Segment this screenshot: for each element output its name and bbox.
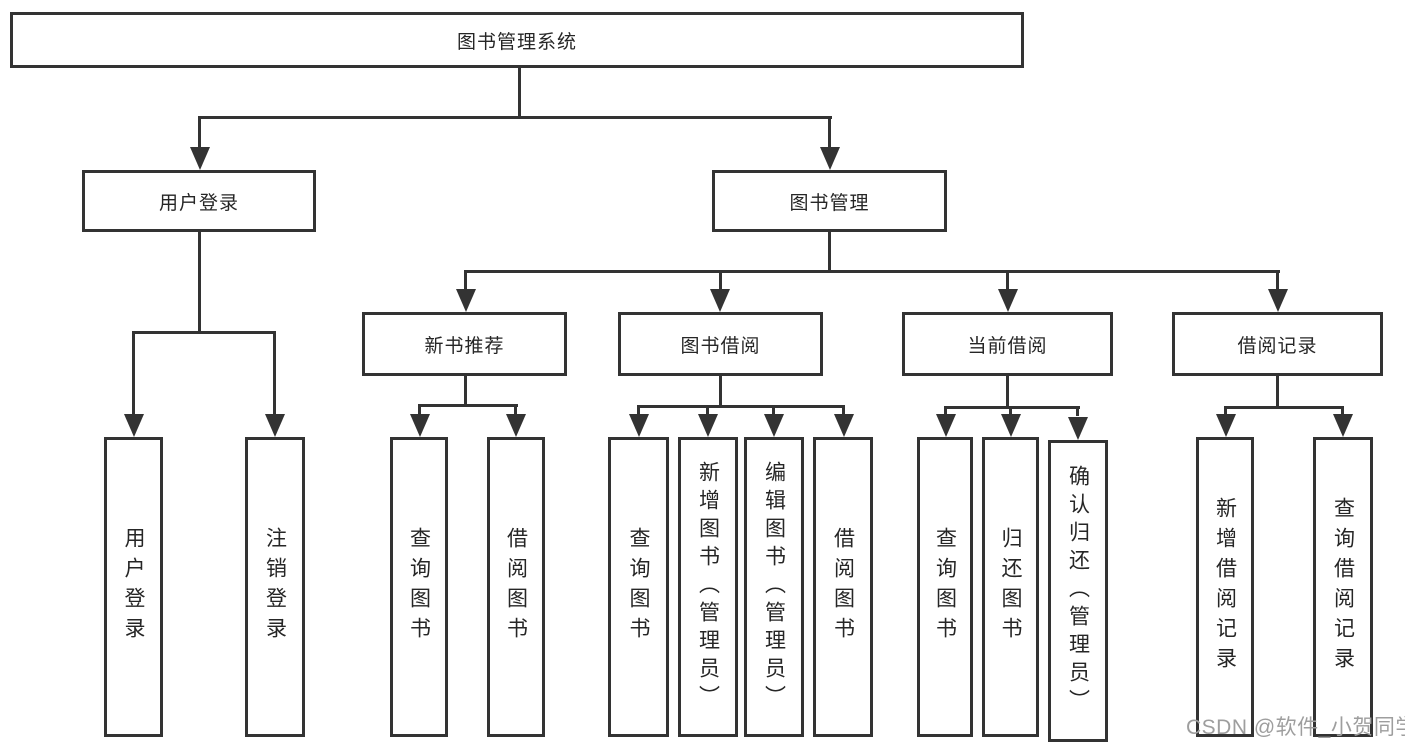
connector-line <box>418 404 518 407</box>
leaf-label: 查询借阅记录 <box>1331 497 1355 677</box>
arrowhead-down-icon <box>124 414 144 437</box>
leaf-label: 归还图书 <box>999 527 1022 647</box>
connector-line <box>132 331 135 416</box>
connector-line <box>1276 376 1279 408</box>
connector-line <box>772 405 775 416</box>
arrowhead-down-icon <box>698 414 718 437</box>
arrowhead-down-icon <box>190 147 210 170</box>
connector-line <box>1341 406 1344 416</box>
arrowhead-down-icon <box>1068 417 1088 440</box>
leaf-label: 借阅图书 <box>504 527 528 647</box>
connector-line <box>1006 270 1009 292</box>
leaf-query-borrow-record: 查询借阅记录 <box>1313 437 1373 737</box>
connector-line <box>1006 376 1009 408</box>
leaf-label: 用户登录 <box>122 527 145 647</box>
leaf-label: 新增图书（管理员） <box>696 461 720 713</box>
connector-line <box>719 270 722 292</box>
leaf-edit-book-admin: 编辑图书（管理员） <box>744 437 804 737</box>
leaf-label: 查询图书 <box>933 527 957 647</box>
node-label: 新书推荐 <box>424 335 505 357</box>
node-label: 图书管理系统 <box>456 31 577 53</box>
arrowhead-down-icon <box>629 414 649 437</box>
connector-line <box>706 405 709 416</box>
leaf-query-book-1: 查询图书 <box>390 437 448 737</box>
connector-line <box>1076 406 1079 416</box>
connector-line <box>828 116 831 150</box>
arrowhead-down-icon <box>1216 414 1236 437</box>
leaf-label: 借阅图书 <box>831 527 855 647</box>
connector-line <box>842 405 845 416</box>
node-borrow-record: 借阅记录 <box>1172 312 1383 376</box>
node-label: 图书管理 <box>789 192 870 214</box>
connector-line <box>518 68 521 117</box>
connector-line <box>198 116 832 119</box>
node-library-system: 图书管理系统 <box>10 12 1024 68</box>
connector-line <box>464 270 1280 273</box>
connector-line <box>719 376 722 407</box>
connector-line <box>418 404 421 416</box>
arrowhead-down-icon <box>936 414 956 437</box>
leaf-confirm-return-admin: 确认归还（管理员） <box>1048 440 1108 742</box>
leaf-label: 注销登录 <box>263 527 287 647</box>
connector-line <box>514 404 517 416</box>
node-label: 当前借阅 <box>967 335 1048 357</box>
leaf-label: 查询图书 <box>627 527 650 647</box>
connector-line <box>464 270 467 292</box>
connector-line <box>464 376 467 406</box>
node-label: 用户登录 <box>158 192 239 214</box>
connector-line <box>273 331 276 416</box>
node-label: 借阅记录 <box>1237 335 1318 357</box>
arrowhead-down-icon <box>456 289 476 312</box>
arrowhead-down-icon <box>834 414 854 437</box>
leaf-label: 新增借阅记录 <box>1213 497 1237 677</box>
leaf-borrow-book-1: 借阅图书 <box>487 437 545 737</box>
connector-line <box>637 405 845 408</box>
connector-line <box>637 405 640 416</box>
node-new-book-recommend: 新书推荐 <box>362 312 567 376</box>
arrowhead-down-icon <box>764 414 784 437</box>
connector-line <box>198 116 201 150</box>
arrowhead-down-icon <box>1001 414 1021 437</box>
connector-line <box>132 331 276 334</box>
arrowhead-down-icon <box>820 147 840 170</box>
arrowhead-down-icon <box>1333 414 1353 437</box>
leaf-logout: 注销登录 <box>245 437 305 737</box>
connector-line <box>198 232 201 334</box>
node-user-login: 用户登录 <box>82 170 316 232</box>
arrowhead-down-icon <box>1268 289 1288 312</box>
connector-line <box>828 232 831 272</box>
node-book-management: 图书管理 <box>712 170 947 232</box>
leaf-label: 编辑图书（管理员） <box>762 461 786 713</box>
node-book-borrow: 图书借阅 <box>618 312 823 376</box>
leaf-query-book-3: 查询图书 <box>917 437 973 737</box>
arrowhead-down-icon <box>998 289 1018 312</box>
leaf-add-book-admin: 新增图书（管理员） <box>678 437 738 737</box>
node-label: 图书借阅 <box>680 335 761 357</box>
arrowhead-down-icon <box>506 414 526 437</box>
connector-line <box>944 406 1080 409</box>
arrowhead-down-icon <box>710 289 730 312</box>
leaf-borrow-book-2: 借阅图书 <box>813 437 873 737</box>
node-current-borrow: 当前借阅 <box>902 312 1113 376</box>
connector-line <box>1009 406 1012 416</box>
leaf-label: 确认归还（管理员） <box>1066 465 1090 717</box>
leaf-return-book: 归还图书 <box>982 437 1039 737</box>
connector-line <box>1224 406 1227 416</box>
leaf-query-book-2: 查询图书 <box>608 437 669 737</box>
leaf-add-borrow-record: 新增借阅记录 <box>1196 437 1254 737</box>
csdn-watermark: CSDN @软件_小贺同学 <box>1186 716 1405 739</box>
leaf-user-login: 用户登录 <box>104 437 163 737</box>
connector-line <box>1224 406 1344 409</box>
arrowhead-down-icon <box>265 414 285 437</box>
leaf-label: 查询图书 <box>407 527 431 647</box>
connector-line <box>944 406 947 416</box>
arrowhead-down-icon <box>410 414 430 437</box>
connector-line <box>1276 270 1279 292</box>
